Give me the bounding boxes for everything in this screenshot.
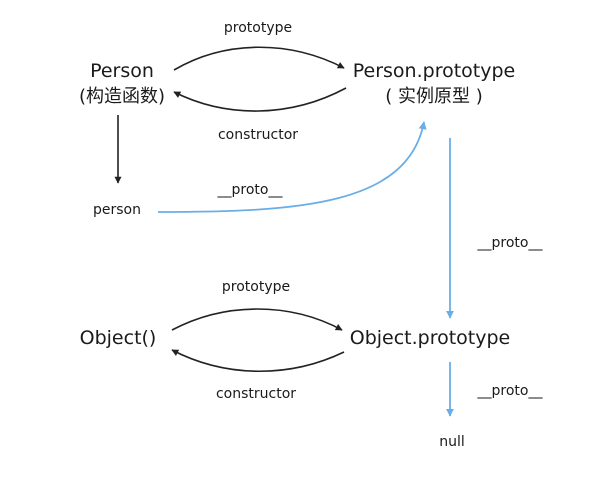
person-constructor-arrow-label: constructor [218,127,298,143]
object-constructor-arrow-label: constructor [216,386,296,402]
person-constructor-label: Person [90,60,154,82]
object-prototype-label: Object.prototype [350,327,511,349]
person-prototype-label: Person.prototype [353,60,515,82]
object-constructor-label: Object() [80,327,157,349]
person-prototype-proto-label: __proto__ [477,235,544,251]
person-constructor-sublabel: (构造函数) [79,86,165,107]
object-prototype-arrow-label: prototype [222,279,290,295]
person-prototype-arrow [173,46,345,71]
person-constructor-arrow [173,87,347,112]
object-prototype-proto-label: __proto__ [477,383,544,399]
person-instance-label: person [93,202,141,218]
object-constructor-arrow [171,349,345,373]
object-prototype-arrow [171,308,343,331]
person-prototype-arrow-label: prototype [224,20,292,36]
null-label: null [439,434,465,450]
person-instance-proto-arrow [157,121,427,213]
person-instance-proto-label: __proto__ [217,182,284,198]
person-prototype-sublabel: ( 实例原型 ) [385,86,483,107]
